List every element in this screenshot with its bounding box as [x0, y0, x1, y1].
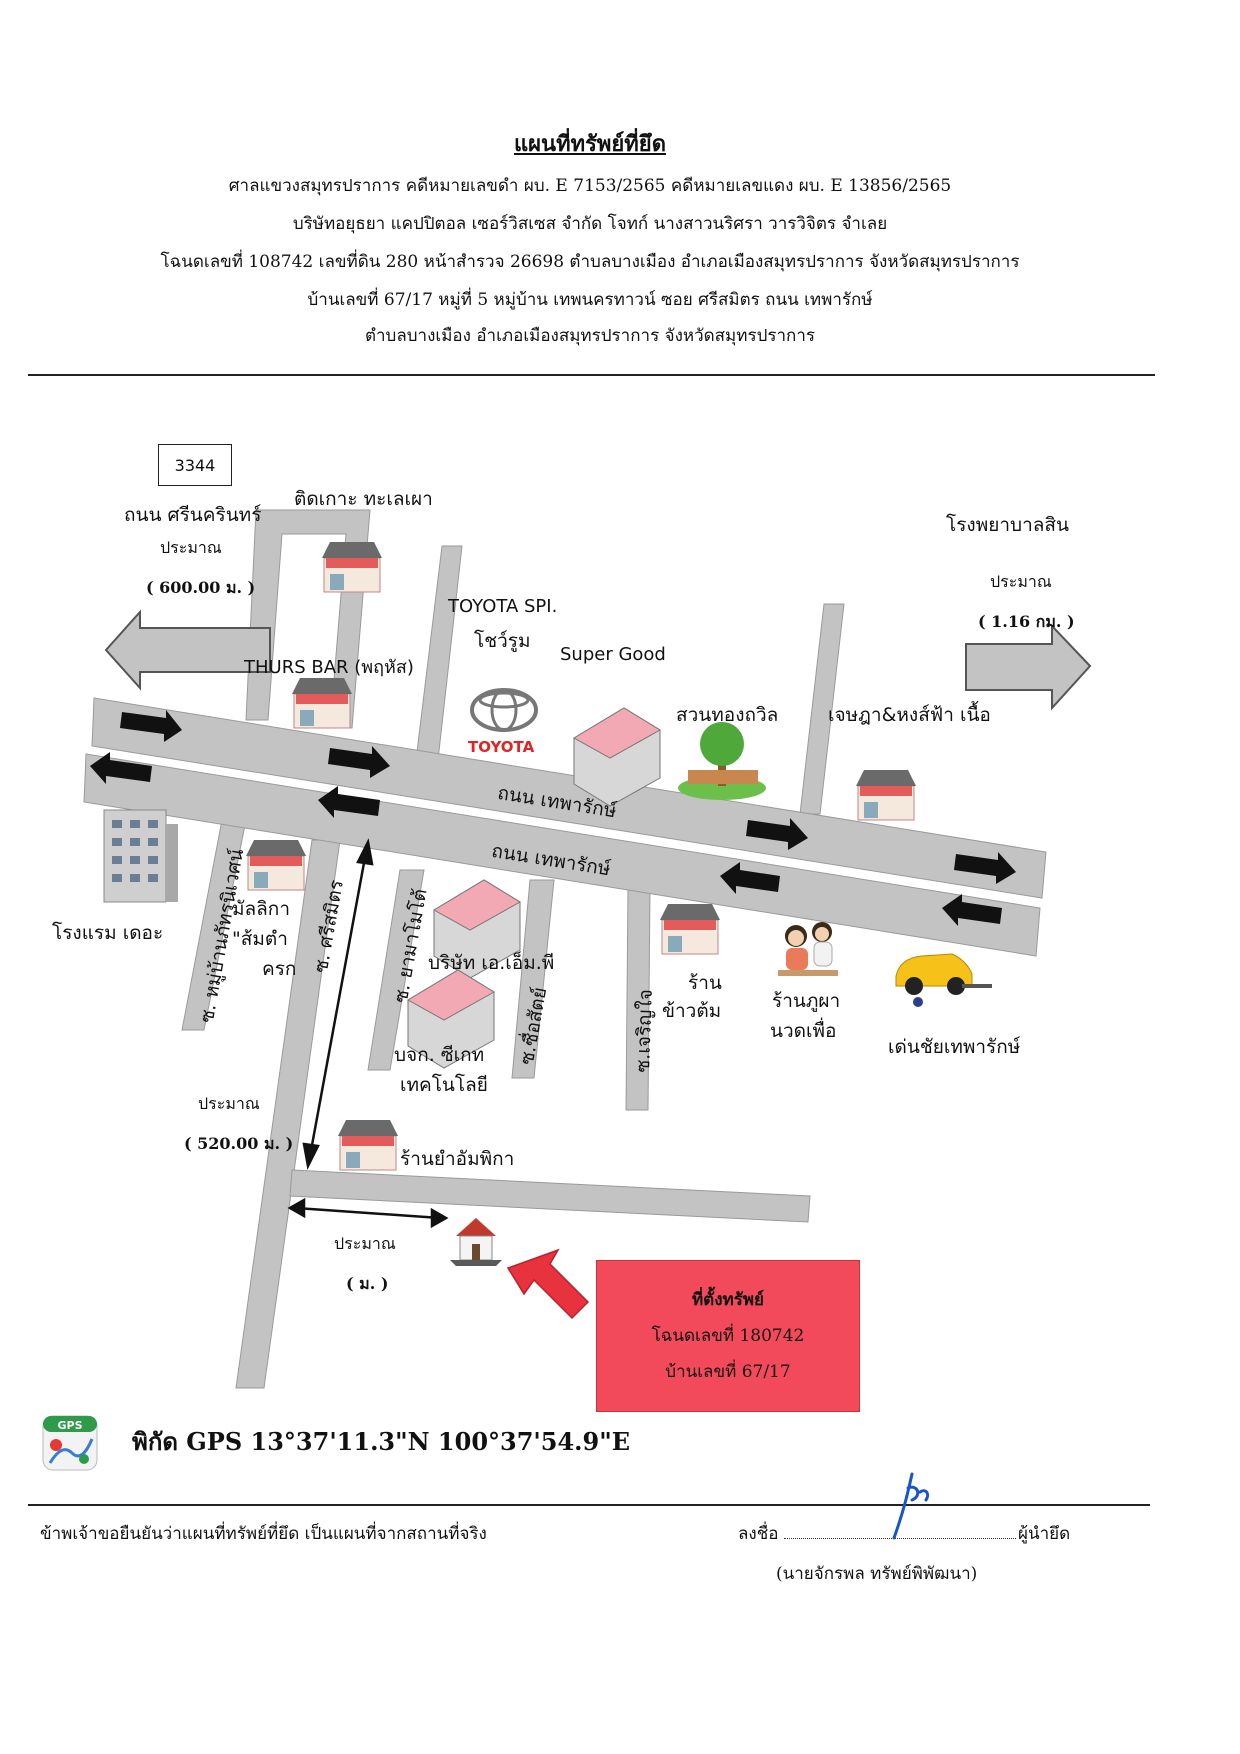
header-divider	[28, 374, 1155, 376]
label-toyota-showroom: โชว์รูม	[474, 630, 531, 652]
label-company-seagate-1: บจก. ซีเกท	[394, 1044, 485, 1066]
label-shop-top: ติดเกาะ ทะเลเผา	[294, 488, 433, 510]
arrow-right-hospital	[965, 623, 1092, 711]
label-left-distance: ( 600.00 ม. )	[146, 578, 256, 597]
footer-statement: ข้าพเจ้าขอยืนยันว่าแผนที่ทรัพย์ที่ยึด เป…	[40, 1524, 487, 1544]
label-mallika-1: มัลลิกา	[232, 898, 290, 920]
hotel-building-icon	[103, 809, 178, 903]
sign-label: ลงชื่อ	[738, 1524, 779, 1544]
gps-app-icon: GPS	[42, 1415, 98, 1471]
label-company-seagate-2: เทคโนโลยี	[400, 1074, 488, 1096]
road-toyota-soi	[415, 545, 463, 761]
location-pointer-arrow	[506, 1248, 590, 1320]
address-line: บ้านเลขที่ 67/17 หมู่ที่ 5 หมู่บ้าน เทพน…	[307, 290, 873, 310]
signature-mark	[892, 1472, 930, 1540]
warehouse-icons	[407, 707, 661, 1069]
shop-icon	[292, 678, 352, 729]
label-toyota-spi: TOYOTA SPI.	[448, 596, 558, 617]
toyota-logo-text: TOYOTA	[468, 738, 535, 756]
label-right-distance: ( 1.16 กม. )	[978, 612, 1075, 631]
road-soi-suesat	[511, 879, 555, 1079]
label-right-approx: ประมาณ	[990, 572, 1052, 591]
label-super-good: Super Good	[560, 644, 666, 665]
label-yum-shop: ร้านยำอัมพิกา	[400, 1148, 515, 1170]
label-car-shop: เด่นชัยเทพารักษ์	[888, 1036, 1021, 1058]
label-thurs-bar: THURS BAR (พฤหัส)	[244, 657, 414, 678]
gps-coordinates: พิกัด GPS 13°37'11.3"N 100°37'54.9"E	[132, 1427, 631, 1456]
sign-role: ผู้นำยึด	[1018, 1524, 1071, 1544]
massage-people-icon	[778, 922, 838, 976]
location-title: ที่ตั้งทรัพย์	[691, 1290, 765, 1310]
label-mallika-3: ครก	[262, 958, 297, 980]
warehouse-icon	[573, 707, 661, 807]
signer-name: (นายจักรพล ทรัพย์พิพัฒนา)	[776, 1564, 978, 1584]
label-garden: สวนทองถวิล	[676, 704, 779, 726]
shop-icon	[246, 840, 306, 891]
garden-icon	[678, 722, 766, 800]
page-title: แผนที่ทรัพย์ที่ยึด	[513, 131, 666, 157]
label-hospital: โรงพยาบาลสิน	[946, 514, 1069, 536]
location-deed: โฉนดเลขที่ 180742	[651, 1326, 805, 1346]
label-massage-1: ร้านภูผา	[772, 990, 841, 1012]
label-mallika-2: "ส้มตำ	[232, 928, 288, 950]
traffic-arrows	[90, 710, 1016, 926]
warehouse-icon	[433, 879, 521, 979]
distance-arrow-house	[295, 1206, 441, 1220]
location-box: ที่ตั้งทรัพย์ โฉนดเลขที่ 180742 บ้านเลขท…	[596, 1260, 860, 1412]
label-hotel: โรงแรม เดอะ	[52, 922, 164, 944]
road-soi-yamamoto	[367, 869, 425, 1071]
shop-icons	[246, 542, 916, 1171]
label-company-amp: บริษัท เอ.เอ็ม.พี	[428, 952, 555, 974]
label-soi-distance: ( 520.00 ม. )	[184, 1134, 294, 1153]
signature-line	[784, 1538, 1016, 1539]
main-road-upper	[91, 697, 1047, 899]
location-house: บ้านเลขที่ 67/17	[665, 1362, 791, 1382]
label-soi-approx: ประมาณ	[198, 1094, 260, 1113]
gps-icon-label: GPS	[57, 1419, 82, 1432]
toyota-logo-icon	[470, 688, 538, 732]
case-line: ศาลแขวงสมุทรปราการ คดีหมายเลขดำ ผบ. E 71…	[228, 176, 952, 196]
label-soi-charoenjai: ซ.เจริญใจ	[631, 988, 657, 1073]
label-left-approx: ประมาณ	[160, 538, 222, 557]
parties-line: บริษัทอยุธยา แคปปิตอล เซอร์วิสเซส จำกัด …	[292, 214, 888, 234]
distance-arrow-soi	[308, 851, 368, 1157]
house-icon	[450, 1218, 502, 1266]
deed-line: โฉนดเลขที่ 108742 เลขที่ดิน 280 หน้าสำรว…	[160, 252, 1020, 272]
warehouse-icon	[407, 969, 495, 1069]
label-left-road: ถนน ศรีนครินทร์	[124, 504, 262, 526]
road-right-soi	[799, 603, 845, 815]
label-house-distance: ( ม. )	[346, 1274, 389, 1293]
label-house-approx: ประมาณ	[334, 1234, 396, 1253]
label-massage-2: นวดเพื่อ	[770, 1020, 837, 1042]
road-house-branch	[289, 1169, 811, 1223]
route-number-box: 3344	[158, 444, 232, 486]
label-rice-shop-1: ร้าน	[688, 972, 722, 994]
car-repair-icon	[895, 953, 992, 1007]
shop-icon	[660, 904, 720, 955]
shop-icon	[856, 770, 916, 821]
shop-icon	[338, 1120, 398, 1171]
label-rice-shop-2: ข้าวต้ม	[662, 1000, 722, 1022]
shop-icon	[322, 542, 382, 593]
footer-divider	[28, 1504, 1150, 1506]
label-jessada: เจษฎา&หงส์ฟ้า เนื้อ	[828, 704, 991, 726]
arrow-left-srinakarin	[104, 609, 271, 691]
district-line: ตำบลบางเมือง อำเภอเมืองสมุทรปราการ จังหว…	[364, 326, 816, 346]
